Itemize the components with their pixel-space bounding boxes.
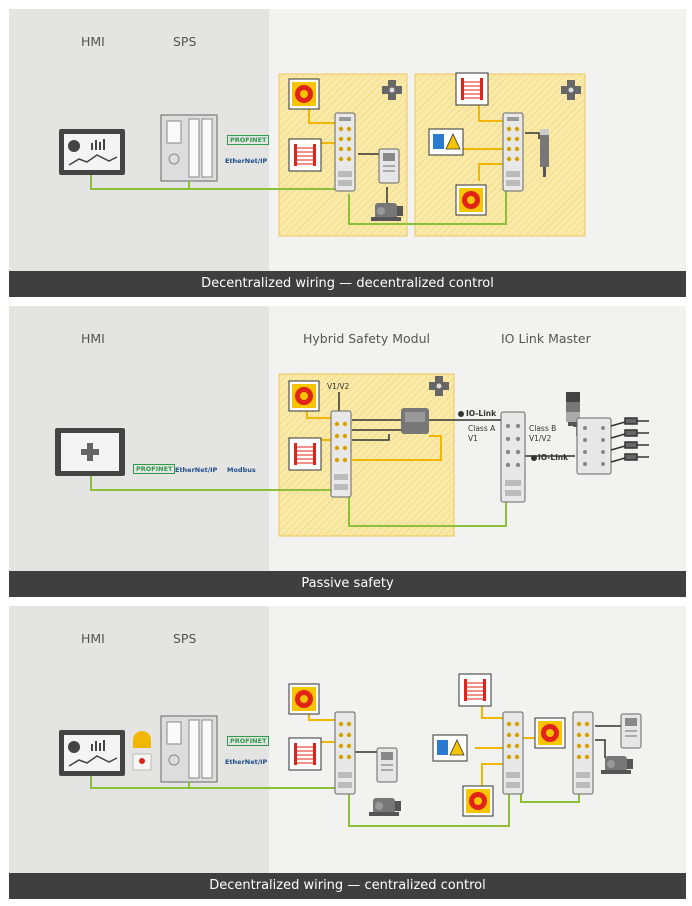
two-hand-warning-icon <box>432 734 468 762</box>
caption-passive-safety: Passive safety <box>9 571 686 597</box>
safety-io-module-icon <box>334 112 356 192</box>
hmi-title: HMI <box>81 631 105 646</box>
io-link-hub-icon <box>576 417 612 475</box>
profinet-logo: PROFINET <box>133 464 176 474</box>
sps-title: SPS <box>173 34 197 49</box>
caption-centralized-control: Decentralized wiring — centralized contr… <box>9 873 686 899</box>
safety-io-module-icon <box>330 410 352 498</box>
cross-connector-icon <box>429 376 449 396</box>
plc-icon <box>160 114 218 182</box>
safety-badge-icon <box>132 731 152 771</box>
panel-centralized-control: HMI SPS PROFINET EtherNet/IP Decentraliz… <box>9 606 686 899</box>
light-curtain-icon <box>288 437 322 471</box>
safety-io-module-icon <box>572 711 594 795</box>
drive-icon <box>620 713 642 749</box>
panel-decentralized-control: HMI SPS PROFINET EtherNet/IP Decentraliz… <box>9 9 686 297</box>
estop-icon <box>288 683 320 715</box>
sensor-icon <box>540 129 549 177</box>
caption-decentralized-control: Decentralized wiring — decentralized con… <box>9 271 686 297</box>
class-b-label: Class B <box>529 424 557 433</box>
ethernet-ip-logo: EtherNet/IP <box>175 466 218 474</box>
hmi-title: HMI <box>81 34 105 49</box>
io-link-label: IO-Link <box>538 453 569 462</box>
hmi-screen-icon <box>59 129 125 175</box>
modbus-logo: Modbus <box>227 466 256 474</box>
io-link-label: IO-Link <box>466 409 497 418</box>
estop-icon <box>288 380 320 412</box>
safety-io-module-icon <box>502 711 524 795</box>
drive-icon <box>378 148 400 184</box>
profinet-logo: PROFINET <box>227 135 270 145</box>
light-curtain-icon <box>458 673 492 707</box>
hybrid-safety-modul-title: Hybrid Safety Modul <box>303 331 430 346</box>
safety-io-module-icon <box>502 112 524 192</box>
estop-icon <box>455 184 487 216</box>
safety-io-module-icon <box>334 711 356 795</box>
light-curtain-icon <box>288 737 322 771</box>
hmi-screen-icon <box>55 428 125 476</box>
v1v2-b-label: V1/V2 <box>529 434 552 443</box>
hmi-title: HMI <box>81 331 105 346</box>
sps-title: SPS <box>173 631 197 646</box>
valve-icon <box>401 408 429 434</box>
light-curtain-icon <box>288 138 322 172</box>
panel-2-drawing <box>9 306 649 571</box>
ethernet-ip-logo: EtherNet/IP <box>225 157 268 165</box>
panel-1-drawing <box>9 9 586 271</box>
panel-passive-safety: HMI Hybrid Safety Modul IO Link Master P… <box>9 306 686 597</box>
sensor-cables-icon <box>610 417 649 463</box>
light-curtain-icon <box>455 72 489 106</box>
ethernet-ip-logo: EtherNet/IP <box>225 758 268 766</box>
estop-icon <box>288 78 320 110</box>
motor-icon <box>601 756 633 774</box>
two-hand-warning-icon <box>428 128 464 156</box>
io-link-dot <box>531 455 537 461</box>
class-a-label: Class A <box>468 424 496 433</box>
profinet-logo: PROFINET <box>227 736 270 746</box>
io-link-master-icon <box>500 411 526 503</box>
drive-icon <box>376 747 398 783</box>
panel-3-drawing <box>9 606 642 873</box>
motor-icon <box>369 798 401 816</box>
v1v2-label: V1/V2 <box>327 382 350 391</box>
signal-tower-icon <box>566 392 580 426</box>
hmi-screen-icon <box>59 730 125 776</box>
estop-icon <box>534 717 566 749</box>
estop-icon <box>462 785 494 817</box>
io-link-dot <box>458 411 464 417</box>
plc-icon <box>160 715 218 783</box>
v1-label: V1 <box>468 434 478 443</box>
io-link-master-title: IO Link Master <box>501 331 591 346</box>
